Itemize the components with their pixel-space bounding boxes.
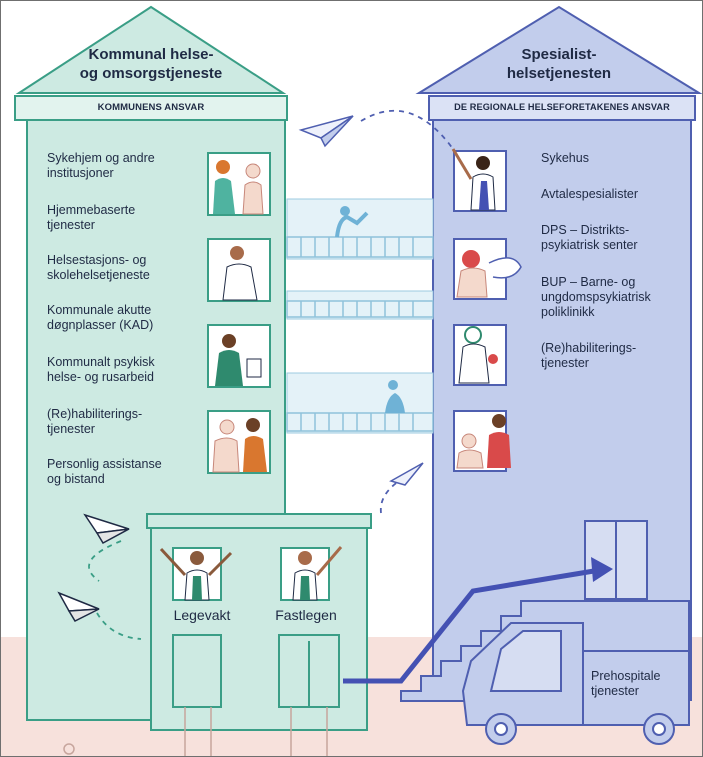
referral-arrowhead [591,557,613,582]
left-service: Personlig assistanse og bistand [47,457,162,486]
left-service: Kommunale akutte døgnplasser (KAD) [47,303,154,332]
right-building-title: Spesialist- helsetjenesten [449,45,669,83]
left-service: Kommunalt psykisk helse- og rusarbeid [47,355,155,384]
left-title-line2: og omsorgstjeneste [79,65,223,82]
right-title-line2: helsetjenesten [506,65,612,82]
right-roof [415,5,702,94]
fastlegen-label: Fastlegen [275,607,337,623]
legevakt-door [172,634,222,708]
right-service: Avtalespesialister [541,187,639,201]
front-building [146,513,372,731]
window-figures-right [451,148,522,469]
right-band [428,95,696,121]
legevakt-label: Legevakt [173,607,231,623]
right-title-line1: Spesialist- [521,46,597,63]
ground-details [63,707,328,756]
left-building-title: Kommunal helse- og omsorgstjeneste [41,45,261,83]
left-service: Hjemmebaserte tjenester [47,203,136,232]
right-service: BUP – Barne- og ungdomspsykiatrisk polik… [541,275,651,319]
ambulance [461,622,690,745]
paper-plane-icon [298,115,354,148]
right-service: DPS – Distrikts- psykiatrisk senter [541,223,638,252]
right-service: (Re)habiliterings- tjenester [541,341,637,370]
right-band-label: DE REGIONALE HELSEFORETAKENES ANSVAR [454,102,670,112]
window-figures-left [212,160,267,473]
ambulance-label: Prehospitale tjenester [591,669,661,698]
paper-plane-icon [83,513,130,544]
referral-arrow [343,566,607,684]
left-roof [15,5,287,94]
paper-plane-icon [389,462,424,486]
left-band-label: KOMMUNENS ANSVAR [97,102,205,113]
left-service: Helsestasjons- og skolehelsetjeneste [47,253,150,282]
paper-plane-icon [57,591,100,622]
right-service: Sykehus [541,151,589,165]
bridges [286,198,434,434]
paper-planes [57,109,454,640]
left-service: (Re)habiliterings- tjenester [47,407,143,436]
left-service: Sykehjem og andre institusjoner [47,151,155,180]
left-title-line1: Kommunal helse- [88,46,214,63]
